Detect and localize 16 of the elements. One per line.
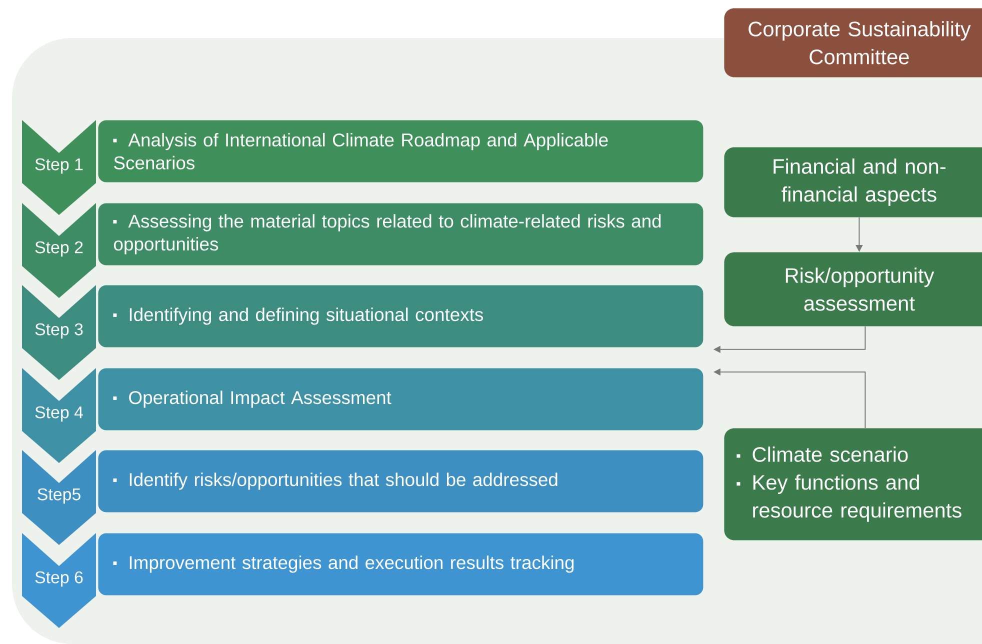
step-banner: Step 3 [22, 285, 96, 380]
step-box: Analysis of International Climate Roadmap and Applicable Scenarios [98, 120, 704, 182]
step-box: Identify risks/opportunities that should be addressed [98, 450, 704, 512]
step-box: Identifying and defining situational contexts [98, 285, 704, 348]
step-box: Operational Impact Assessment [98, 368, 704, 430]
step-box: Assessing the material topics related to climate-related risks and opportunities [98, 203, 704, 266]
step-banner: Step 2 [22, 203, 96, 298]
process-box: Climate scenario Key functions and resource requirements [724, 428, 982, 540]
step-banner: Step 4 [22, 368, 96, 463]
step-banner: Step 1 [22, 120, 96, 215]
step-banner: Step5 [22, 450, 96, 545]
step-box: Improvement strategies and execution results tracking [98, 533, 704, 596]
step-banner: Step 6 [22, 533, 96, 628]
process-box: Risk/opportunity assessment [724, 252, 982, 326]
process-box: Financial and non-financial aspects [724, 147, 982, 218]
process-box: Corporate Sustainability Committee [724, 8, 982, 78]
